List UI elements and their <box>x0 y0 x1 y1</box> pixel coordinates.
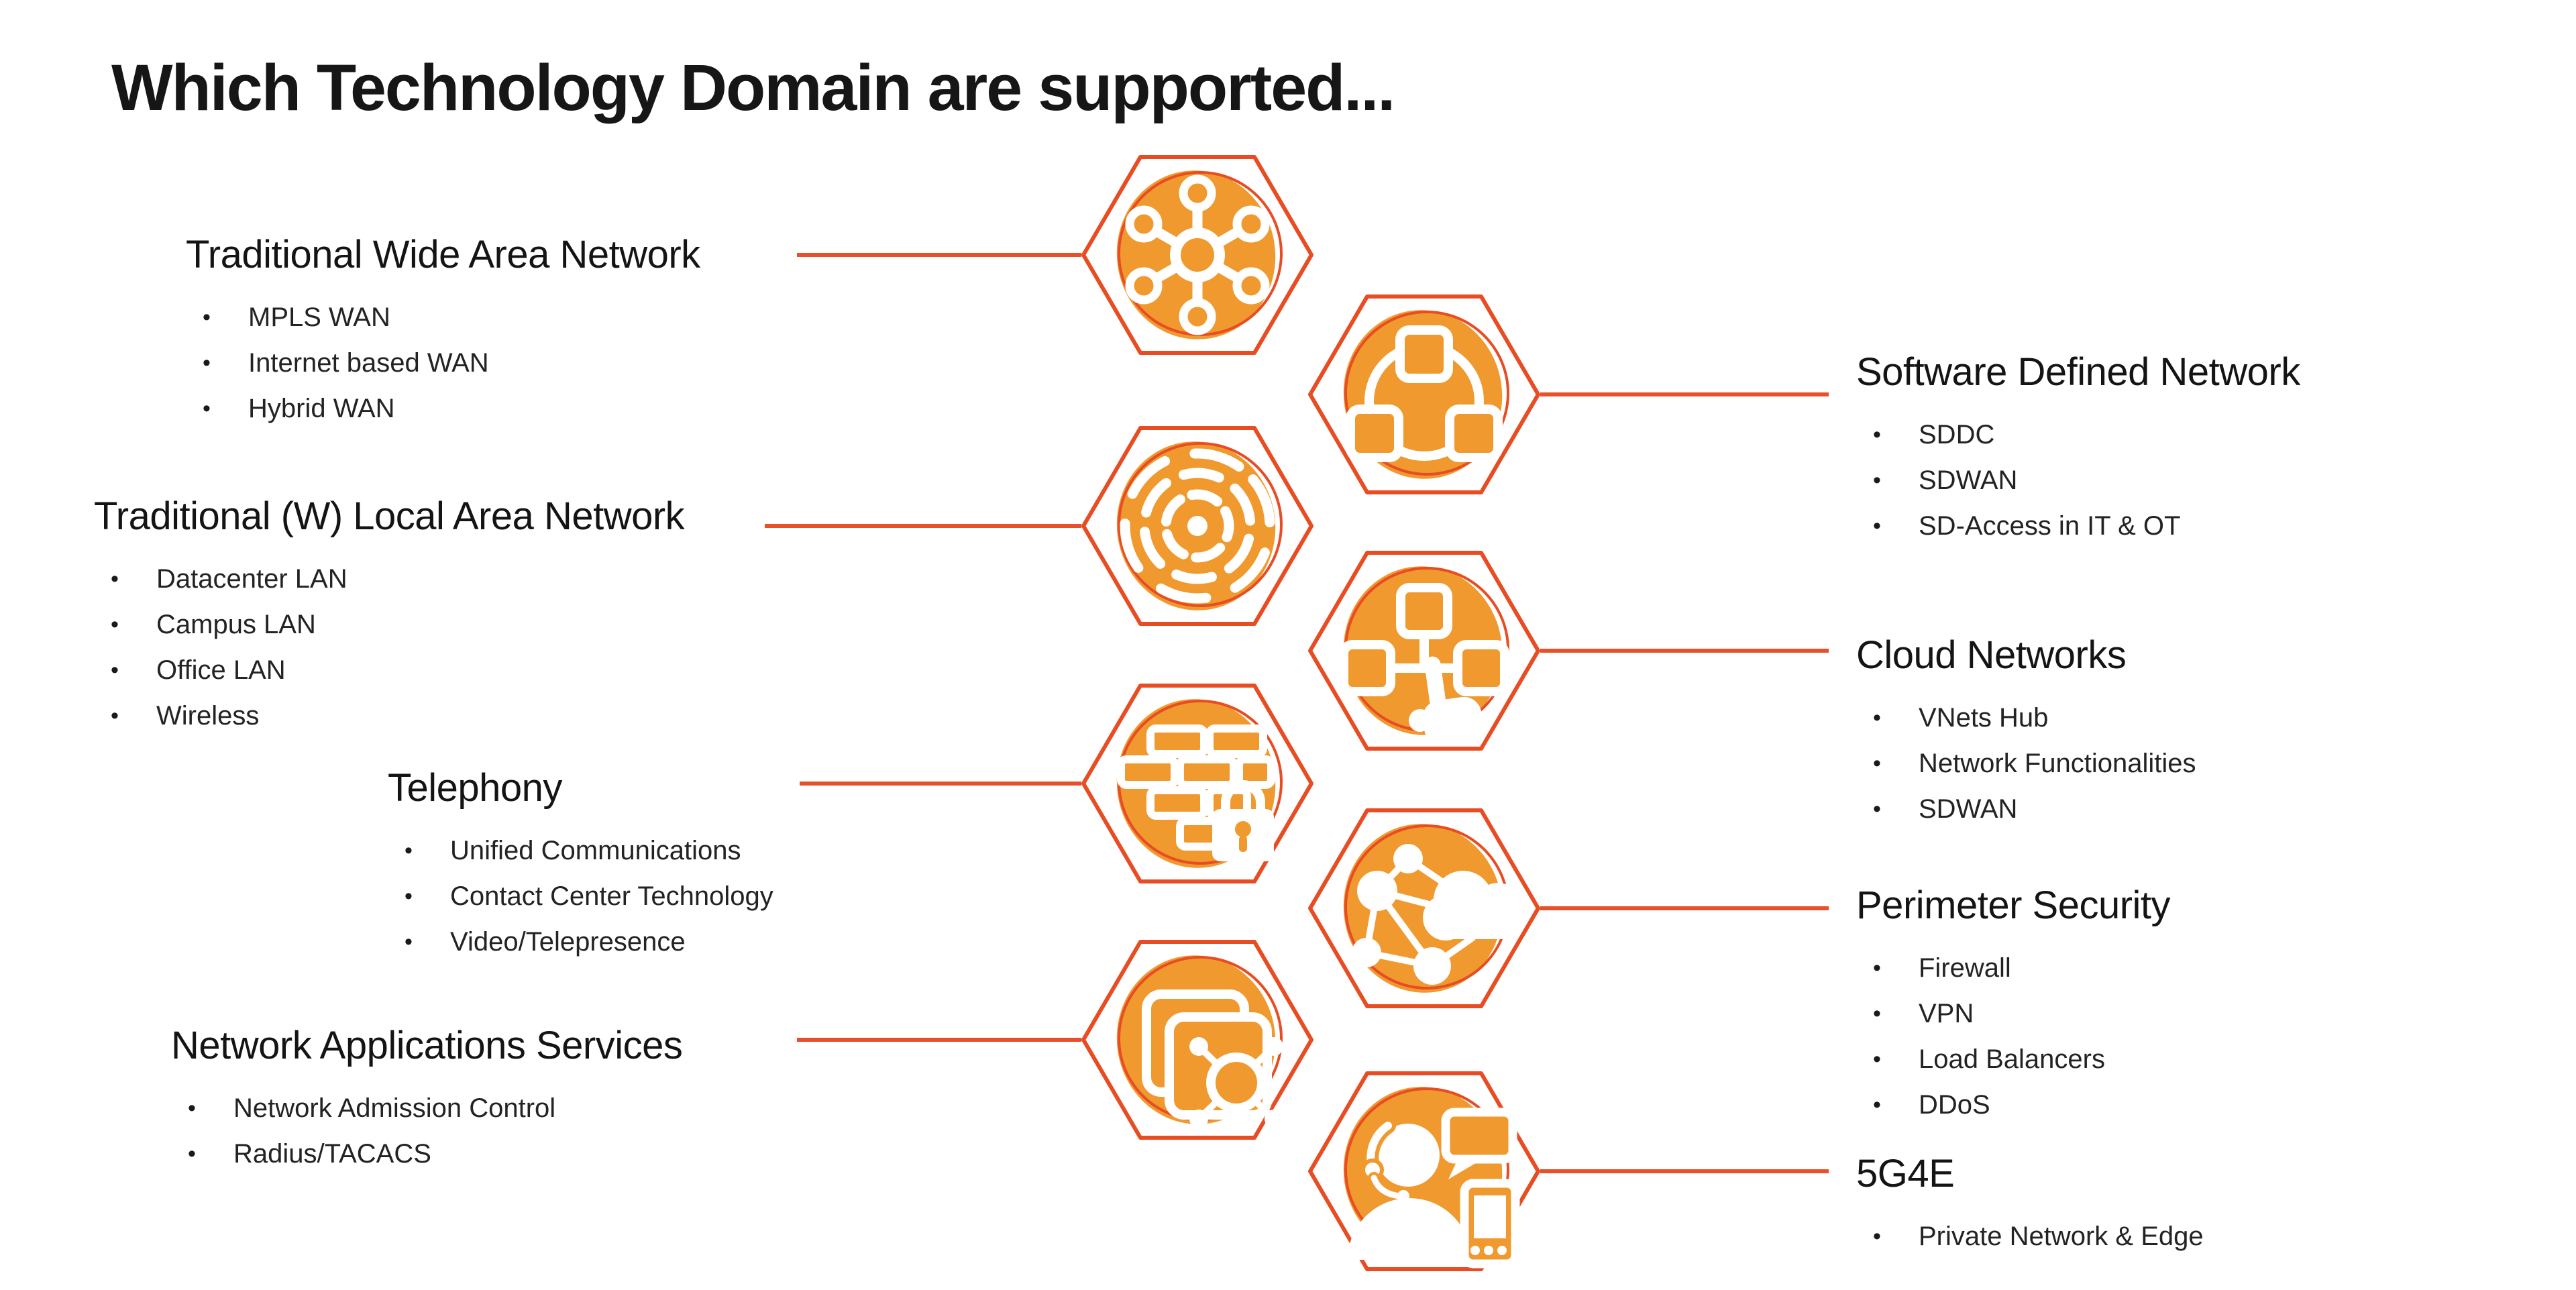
connector-line-perimeter <box>1540 906 1829 910</box>
node-cluster-icon <box>1308 294 1540 494</box>
group-traditional-lan: Traditional (W) Local Area Network Datac… <box>94 493 685 739</box>
hexagon-perimeter <box>1307 806 1541 1010</box>
connector-line-sdn <box>1540 392 1829 396</box>
group-cloud-networks: Cloud Networks VNets Hub Network Functio… <box>1856 632 2196 832</box>
group-heading: Software Defined Network <box>1856 350 2300 394</box>
connector-line-lan <box>765 524 1081 528</box>
group-network-apps: Network Applications Services Network Ad… <box>171 1022 683 1177</box>
list-item: SDDC <box>1856 412 2300 458</box>
list-item: Wireless <box>94 693 684 739</box>
group-traditional-wan: Traditional Wide Area Network MPLS WAN I… <box>186 231 700 431</box>
connector-line-telephony <box>800 782 1081 786</box>
hexagon-network-apps <box>1081 938 1314 1142</box>
sitemap-pointer-icon <box>1308 551 1540 751</box>
group-telephony: Telephony Unified Communications Contact… <box>388 765 773 965</box>
list-item: Private Network & Edge <box>1856 1214 2204 1259</box>
bullet-list: Unified Communications Contact Center Te… <box>388 828 773 965</box>
list-item: SD-Access in IT & OT <box>1856 503 2300 549</box>
connector-line-cloud <box>1540 649 1829 653</box>
group-perimeter-security: Perimeter Security Firewall VPN Load Bal… <box>1856 882 2171 1128</box>
bullet-list: Datacenter LAN Campus LAN Office LAN Wir… <box>94 556 684 739</box>
bullet-list: Private Network & Edge <box>1856 1214 2204 1259</box>
list-item: MPLS WAN <box>186 294 700 340</box>
group-heading: Network Applications Services <box>171 1024 683 1067</box>
list-item: Internet based WAN <box>186 340 700 386</box>
group-heading: Traditional (W) Local Area Network <box>94 494 685 538</box>
bullet-list: SDDC SDWAN SD-Access in IT & OT <box>1856 412 2300 549</box>
bullet-list: Firewall VPN Load Balancers DDoS <box>1856 945 2170 1128</box>
hexagon-cloud <box>1307 549 1541 753</box>
connector-line-wan <box>797 253 1081 257</box>
bullet-list: VNets Hub Network Functionalities SDWAN <box>1856 695 2196 832</box>
connector-line-network-apps <box>797 1038 1081 1042</box>
list-item: Firewall <box>1856 945 2170 991</box>
list-item: Campus LAN <box>94 602 684 647</box>
support-agent-icon <box>1308 1071 1540 1271</box>
list-item: Hybrid WAN <box>186 386 700 431</box>
bullet-list: Network Admission Control Radius/TACACS <box>171 1085 682 1177</box>
hexagon-lan <box>1081 424 1314 628</box>
radar-waves-icon <box>1081 426 1313 626</box>
group-5g4e: 5G4E Private Network & Edge <box>1856 1150 2204 1259</box>
list-item: Radius/TACACS <box>171 1131 682 1177</box>
hexagon-5g4e <box>1307 1069 1541 1273</box>
list-item: VNets Hub <box>1856 695 2196 741</box>
list-item: Load Balancers <box>1856 1036 2170 1082</box>
list-item: Network Functionalities <box>1856 741 2196 786</box>
list-item: VPN <box>1856 991 2170 1036</box>
hub-network-icon <box>1081 155 1313 355</box>
list-item: Network Admission Control <box>171 1085 682 1131</box>
list-item: Video/Telepresence <box>388 919 773 965</box>
list-item: Office LAN <box>94 647 684 693</box>
connector-line-5g4e <box>1540 1169 1829 1173</box>
group-heading: Cloud Networks <box>1856 633 2127 677</box>
cloud-network-icon <box>1308 808 1540 1008</box>
list-item: Datacenter LAN <box>94 556 684 602</box>
group-heading: Traditional Wide Area Network <box>186 233 700 276</box>
list-item: Unified Communications <box>388 828 773 873</box>
layers-network-icon <box>1081 940 1313 1140</box>
hexagon-telephony <box>1081 682 1314 885</box>
hexagon-sdn <box>1307 292 1541 496</box>
firewall-lock-icon <box>1081 684 1313 883</box>
bullet-list: MPLS WAN Internet based WAN Hybrid WAN <box>186 294 700 431</box>
group-heading: Perimeter Security <box>1856 883 2171 927</box>
group-heading: Telephony <box>388 766 562 810</box>
list-item: SDWAN <box>1856 458 2300 503</box>
group-sdn: Software Defined Network SDDC SDWAN SD-A… <box>1856 349 2300 549</box>
list-item: SDWAN <box>1856 786 2196 832</box>
page-title: Which Technology Domain are supported... <box>111 50 1395 124</box>
hexagon-wan <box>1081 153 1314 357</box>
list-item: DDoS <box>1856 1082 2170 1128</box>
group-heading: 5G4E <box>1856 1152 1955 1195</box>
list-item: Contact Center Technology <box>388 873 773 919</box>
